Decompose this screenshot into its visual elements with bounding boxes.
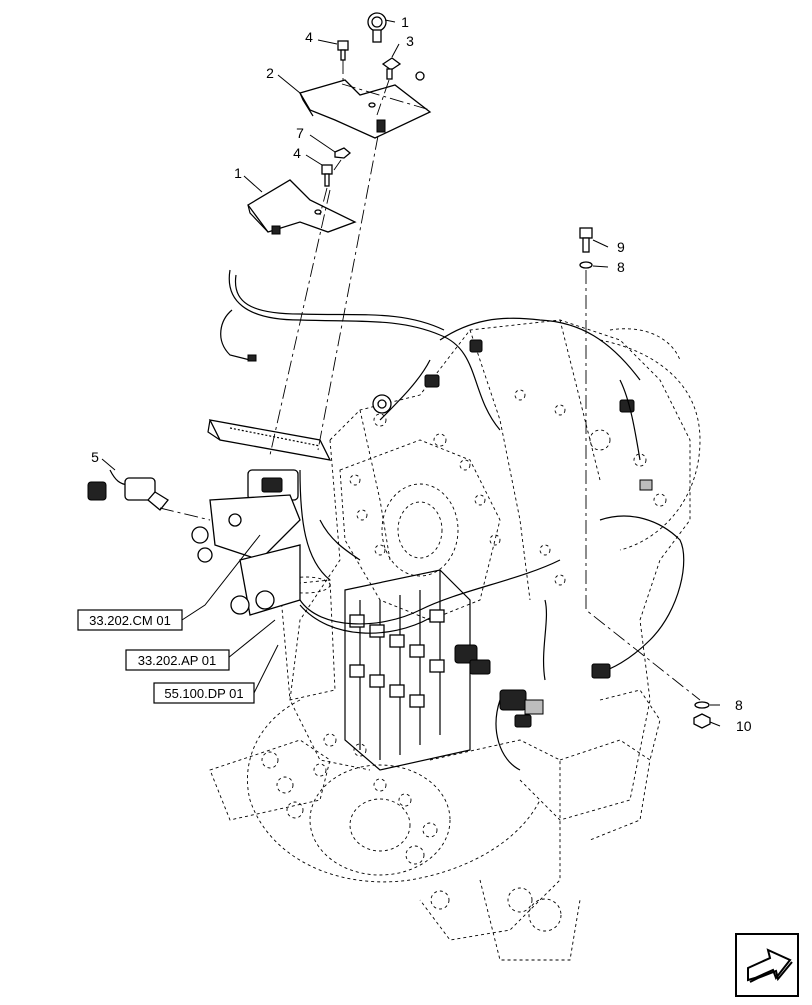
callout-5: 5 [91, 449, 99, 465]
wiring-harness [220, 269, 685, 771]
arrow-icon[interactable] [735, 933, 799, 997]
bolt-9 [579, 227, 593, 269]
callout-10: 10 [736, 718, 752, 734]
control-valve-block [344, 569, 544, 771]
callout-2: 2 [266, 65, 274, 81]
callout-1: 1 [234, 165, 242, 181]
callout-labels: 1 4 3 2 7 4 1 5 9 8 8 10 [91, 14, 752, 734]
reference-box-1[interactable]: 33.202.CM 01 [77, 609, 183, 631]
screw-3 [381, 57, 425, 81]
bracket-plate-2 [299, 79, 432, 139]
callout-4-lower: 4 [293, 145, 301, 161]
callout-3: 3 [406, 33, 414, 49]
callout-8-lower: 8 [735, 697, 743, 713]
callout-6: 7 [296, 125, 304, 141]
reference-box-2[interactable]: 33.202.AP 01 [125, 649, 230, 671]
reference-label-2[interactable]: 33.202.AP 01 [138, 653, 217, 668]
screw-4-lower [321, 164, 333, 187]
callout-9: 9 [617, 239, 625, 255]
assembly-centerlines [159, 60, 701, 701]
callout-8-upper: 8 [617, 259, 625, 275]
pressure-sensor-5 [87, 469, 169, 511]
reference-label-3[interactable]: 55.100.DP 01 [164, 686, 243, 701]
reference-label-1[interactable]: 33.202.CM 01 [89, 613, 171, 628]
transmission-assembly [209, 319, 701, 961]
shift-lever-assembly [191, 419, 332, 616]
ring-clip-7 [367, 12, 387, 43]
washer-nut-8-10 [693, 701, 711, 729]
callout-4-upper: 4 [305, 29, 313, 45]
bracket-plate-1 [247, 179, 357, 235]
reference-box-3[interactable]: 55.100.DP 01 [153, 682, 255, 704]
callout-7: 1 [401, 14, 409, 30]
screw-4-upper [337, 40, 349, 61]
callout-leaders [101, 19, 721, 727]
nut-6 [334, 147, 352, 159]
